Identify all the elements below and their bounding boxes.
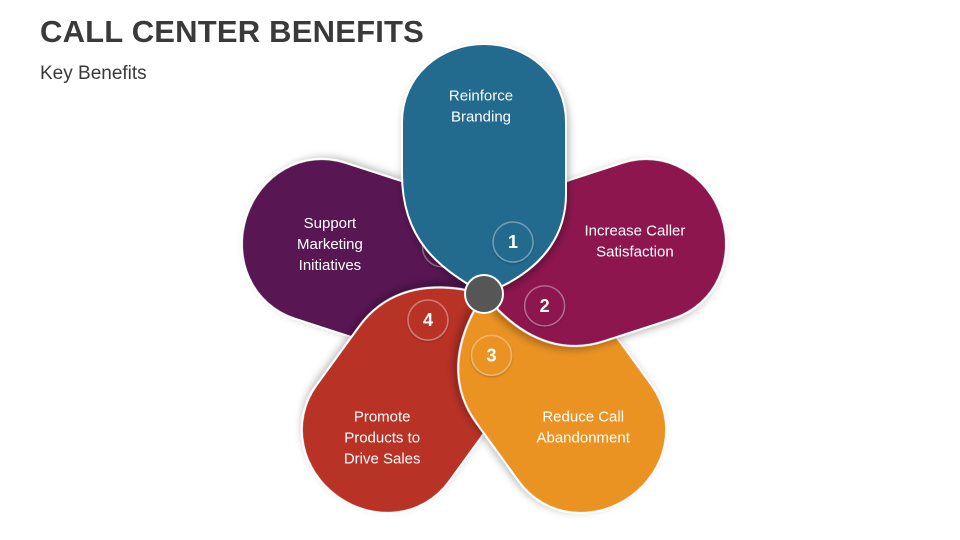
petal-label-line: Promote [354,409,411,426]
petal-number-badge-4 [407,299,449,341]
page-subtitle: Key Benefits [40,63,147,84]
petal-number-badge-3 [470,334,513,377]
petal-label-line: Reinforce [449,88,513,105]
petal-label-line: Increase Caller [584,222,685,239]
petal-label-line: Marketing [297,236,363,253]
page-title: CALL CENTER BENEFITS [40,14,425,49]
center-hub [464,274,504,314]
petal-label-line: Satisfaction [596,243,674,260]
petal-label-line: Reduce Call [542,409,624,426]
petal-number-badge-1 [492,221,534,263]
petal-label-line: Drive Sales [344,451,421,468]
petal-label-line: Products to [344,430,420,447]
petal-label-line: Support [304,215,357,232]
petal-number-2: 2 [540,296,550,316]
petal-label-line: Initiatives [299,257,362,274]
petal-number-badge-2 [523,285,566,327]
petals-layer: 5SupportMarketingInitiatives4PromoteProd… [240,42,728,514]
petal-number-4: 4 [423,310,433,330]
petal-label-line: Branding [451,109,511,126]
petal-number-1: 1 [508,232,518,252]
petal-label-line: Abandonment [536,430,630,447]
petal-number-3: 3 [486,345,496,365]
